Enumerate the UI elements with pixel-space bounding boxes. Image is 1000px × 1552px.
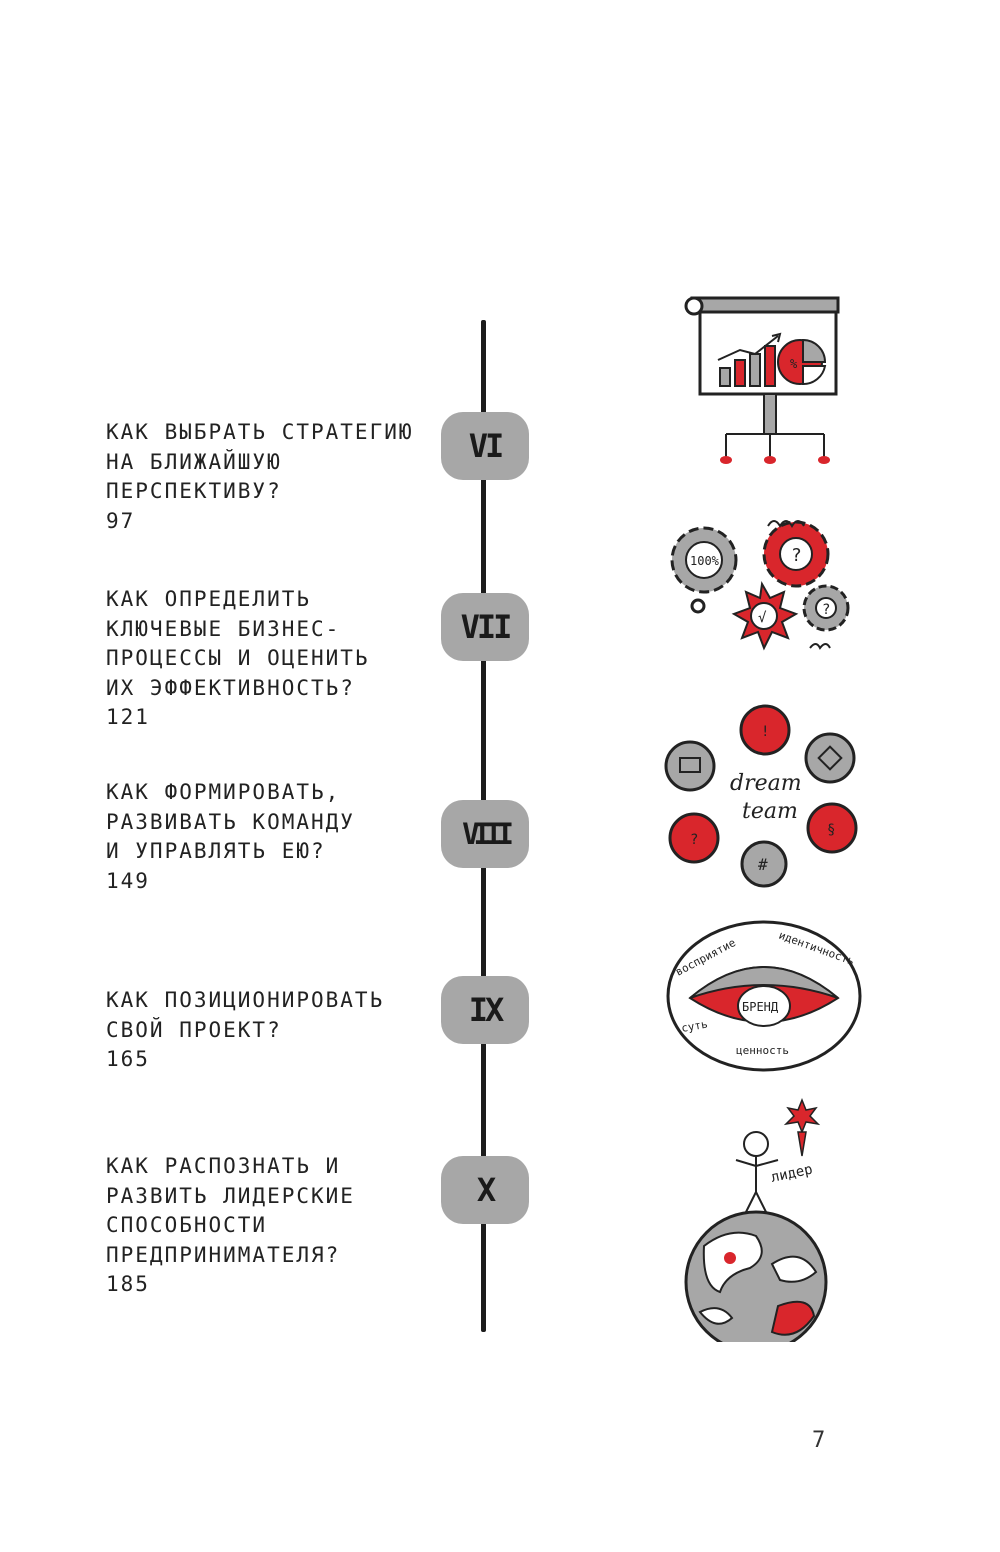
chapter-page-number: 121 [106, 705, 150, 729]
chapter-entry[interactable]: КАК ВЫБРАТЬ СТРАТЕГИЮ НА БЛИЖАЙШУЮ ПЕРСП… [106, 418, 446, 536]
svg-text:?: ? [791, 545, 802, 566]
dream-team-icon: ! ? § # dream team [660, 700, 870, 888]
chapter-page-number: 185 [106, 1272, 150, 1296]
chapter-numeral-badge: IX [441, 976, 529, 1044]
svg-text:?: ? [690, 832, 698, 848]
svg-text:суть: суть [680, 1018, 708, 1035]
svg-text:ценность: ценность [736, 1044, 789, 1057]
chapter-entry[interactable]: КАК ОПРЕДЕЛИТЬ КЛЮЧЕВЫЕ БИЗНЕС- ПРОЦЕССЫ… [106, 585, 446, 733]
svg-text:!: ! [761, 724, 769, 740]
chapter-title: КАК ОПРЕДЕЛИТЬ КЛЮЧЕВЫЕ БИЗНЕС- ПРОЦЕССЫ… [106, 587, 370, 700]
chapter-title: КАК ПОЗИЦИОНИРОВАТЬ СВОЙ ПРОЕКТ? [106, 988, 385, 1042]
presentation-board-icon: % [660, 292, 870, 472]
chapter-page-number: 149 [106, 868, 150, 893]
chapter-title: КАК ФОРМИРОВАТЬ, РАЗВИВАТЬ КОМАНДУ И УПР… [106, 780, 355, 863]
chapter-title: КАК РАСПОЗНАТЬ И РАЗВИТЬ ЛИДЕРСКИЕ СПОСО… [106, 1154, 355, 1267]
gears-icon: 100% ? ? √ [660, 498, 870, 670]
chapter-entry[interactable]: КАК РАСПОЗНАТЬ И РАЗВИТЬ ЛИДЕРСКИЕ СПОСО… [106, 1152, 446, 1300]
brand-eye-icon: БРЕНД восприятие идентичность суть ценно… [660, 916, 870, 1076]
svg-text:100%: 100% [690, 554, 720, 568]
presentation-percent-label: % [790, 357, 798, 371]
svg-text:team: team [742, 799, 798, 824]
leader-globe-icon: лидер [660, 1096, 870, 1342]
chapter-numeral-badge: VII [441, 593, 529, 661]
svg-text:§: § [827, 822, 835, 838]
svg-text:?: ? [822, 602, 830, 618]
chapter-numeral-badge: VI [441, 412, 529, 480]
chapter-page-number: 165 [106, 1047, 150, 1071]
svg-text:√: √ [758, 610, 767, 626]
chapter-numeral-badge: X [441, 1156, 529, 1224]
chapter-numeral-badge: VIII [441, 800, 529, 868]
svg-text:#: # [758, 855, 768, 874]
chapter-page-number: 97 [106, 508, 136, 533]
svg-text:лидер: лидер [770, 1161, 815, 1185]
chapter-entry[interactable]: КАК ФОРМИРОВАТЬ, РАЗВИВАТЬ КОМАНДУ И УПР… [106, 778, 446, 896]
svg-text:БРЕНД: БРЕНД [742, 1000, 779, 1014]
chapter-title: КАК ВЫБРАТЬ СТРАТЕГИЮ НА БЛИЖАЙШУЮ ПЕРСП… [106, 420, 414, 503]
page-number: 7 [812, 1428, 826, 1453]
svg-text:dream: dream [730, 771, 802, 796]
chapter-entry[interactable]: КАК ПОЗИЦИОНИРОВАТЬ СВОЙ ПРОЕКТ? 165 [106, 986, 446, 1075]
